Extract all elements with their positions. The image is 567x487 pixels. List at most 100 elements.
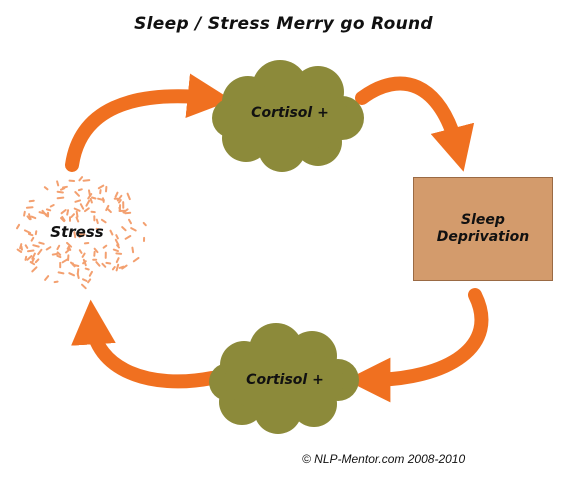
stress-dash: [56, 244, 61, 251]
stress-dash: [49, 204, 55, 208]
stress-dash: [27, 232, 34, 237]
stress-scatter-graphic: [16, 176, 147, 290]
stress-dash: [95, 227, 102, 231]
stress-dash: [95, 261, 101, 267]
stress-dash: [132, 256, 140, 263]
stress-dash: [30, 215, 37, 220]
stress-dash: [89, 197, 93, 204]
stress-dash: [100, 218, 107, 224]
stress-dash: [71, 262, 76, 268]
stress-dash: [57, 271, 65, 275]
stress-dash: [28, 213, 32, 221]
stress-dash: [70, 213, 75, 218]
stress-dash: [107, 208, 112, 214]
arrow-sleep-to-cortisol-bottom: [345, 288, 489, 403]
stress-dash: [34, 258, 40, 264]
stress-dash: [130, 227, 137, 232]
stress-dash: [82, 258, 87, 267]
stress-dash: [27, 249, 35, 253]
stress-dash: [26, 255, 33, 261]
stress-dash: [84, 207, 90, 213]
stress-dash: [56, 196, 65, 200]
stress-dash: [76, 272, 80, 279]
cortisol-bottom-cloud-icon: [209, 323, 359, 434]
stress-dash: [78, 232, 82, 239]
stress-dash: [142, 221, 147, 227]
sleep-deprivation-label: Sleep Deprivation: [436, 211, 530, 246]
stress-dash: [81, 252, 86, 258]
stress-dash: [124, 235, 132, 240]
stress-dash: [61, 258, 69, 264]
stress-dash: [115, 234, 119, 240]
cortisol-top-label: Cortisol +: [251, 105, 329, 121]
stress-dash: [16, 248, 23, 253]
stress-dash: [31, 266, 38, 273]
stress-dash: [116, 194, 123, 202]
stress-dash: [77, 188, 83, 192]
stress-dash: [95, 218, 99, 225]
stress-dash: [23, 229, 32, 234]
copyright-notice: © NLP-Mentor.com 2008-2010: [302, 452, 466, 466]
stress-dash: [109, 229, 114, 236]
stress-dash: [85, 199, 91, 207]
stress-dash: [38, 211, 47, 215]
stress-dash: [128, 218, 132, 225]
stress-dash: [118, 199, 122, 204]
stress-dash: [114, 191, 119, 198]
stress-dash: [61, 215, 66, 222]
stress-dash: [124, 211, 132, 215]
stress-dash: [75, 216, 80, 223]
stress-dash: [116, 244, 120, 249]
stress-dash: [82, 278, 88, 282]
stress-dash: [131, 246, 135, 254]
stress-dash: [122, 208, 129, 214]
stress-dash: [84, 267, 90, 271]
stress-dash: [16, 223, 21, 230]
stress-dash: [56, 254, 62, 259]
stress-dash: [101, 262, 107, 268]
stress-dash: [31, 257, 35, 263]
stress-dash: [73, 207, 81, 212]
stress-dash: [111, 266, 116, 271]
stress-dash: [118, 265, 125, 269]
stress-dash: [105, 204, 110, 212]
stress-dash: [51, 252, 59, 256]
cortisol-top-cloud-icon: [212, 60, 364, 172]
stress-dash: [56, 251, 62, 256]
stress-dash: [62, 185, 68, 189]
stress-dash: [121, 264, 128, 270]
stress-dash: [20, 245, 23, 251]
stress-dash: [44, 275, 50, 281]
stress-dash: [23, 210, 26, 217]
arrow-stress-to-cortisol-top: [65, 73, 233, 172]
stress-dash: [65, 248, 70, 254]
stress-dash: [43, 186, 49, 191]
stress-dash: [29, 261, 36, 266]
arrow-cortisol-top-to-sleep: [355, 76, 475, 172]
stress-dash: [53, 280, 59, 284]
stress-dash: [78, 249, 83, 254]
stress-dash: [34, 230, 38, 236]
stress-dash: [66, 209, 70, 216]
stress-label: Stress: [50, 223, 104, 241]
stress-dash: [31, 252, 36, 260]
stress-dash: [38, 241, 45, 245]
stress-dash: [115, 263, 120, 272]
stress-dash: [60, 187, 66, 191]
stress-dash: [115, 252, 123, 255]
stress-dash: [93, 247, 99, 254]
stress-dash: [75, 210, 79, 218]
stress-dash: [56, 190, 64, 194]
stress-dash: [102, 244, 108, 249]
stress-dash: [91, 196, 97, 200]
stress-dash: [66, 244, 71, 250]
stress-dash: [126, 192, 131, 201]
stress-dash: [79, 203, 85, 210]
sleep-deprivation-box: Sleep Deprivation: [413, 177, 553, 281]
diagram-title: Sleep / Stress Merry go Round: [134, 14, 433, 34]
stress-dash: [97, 184, 105, 190]
stress-dash: [45, 208, 52, 212]
stress-dash: [105, 261, 112, 265]
stress-dash: [56, 180, 60, 187]
